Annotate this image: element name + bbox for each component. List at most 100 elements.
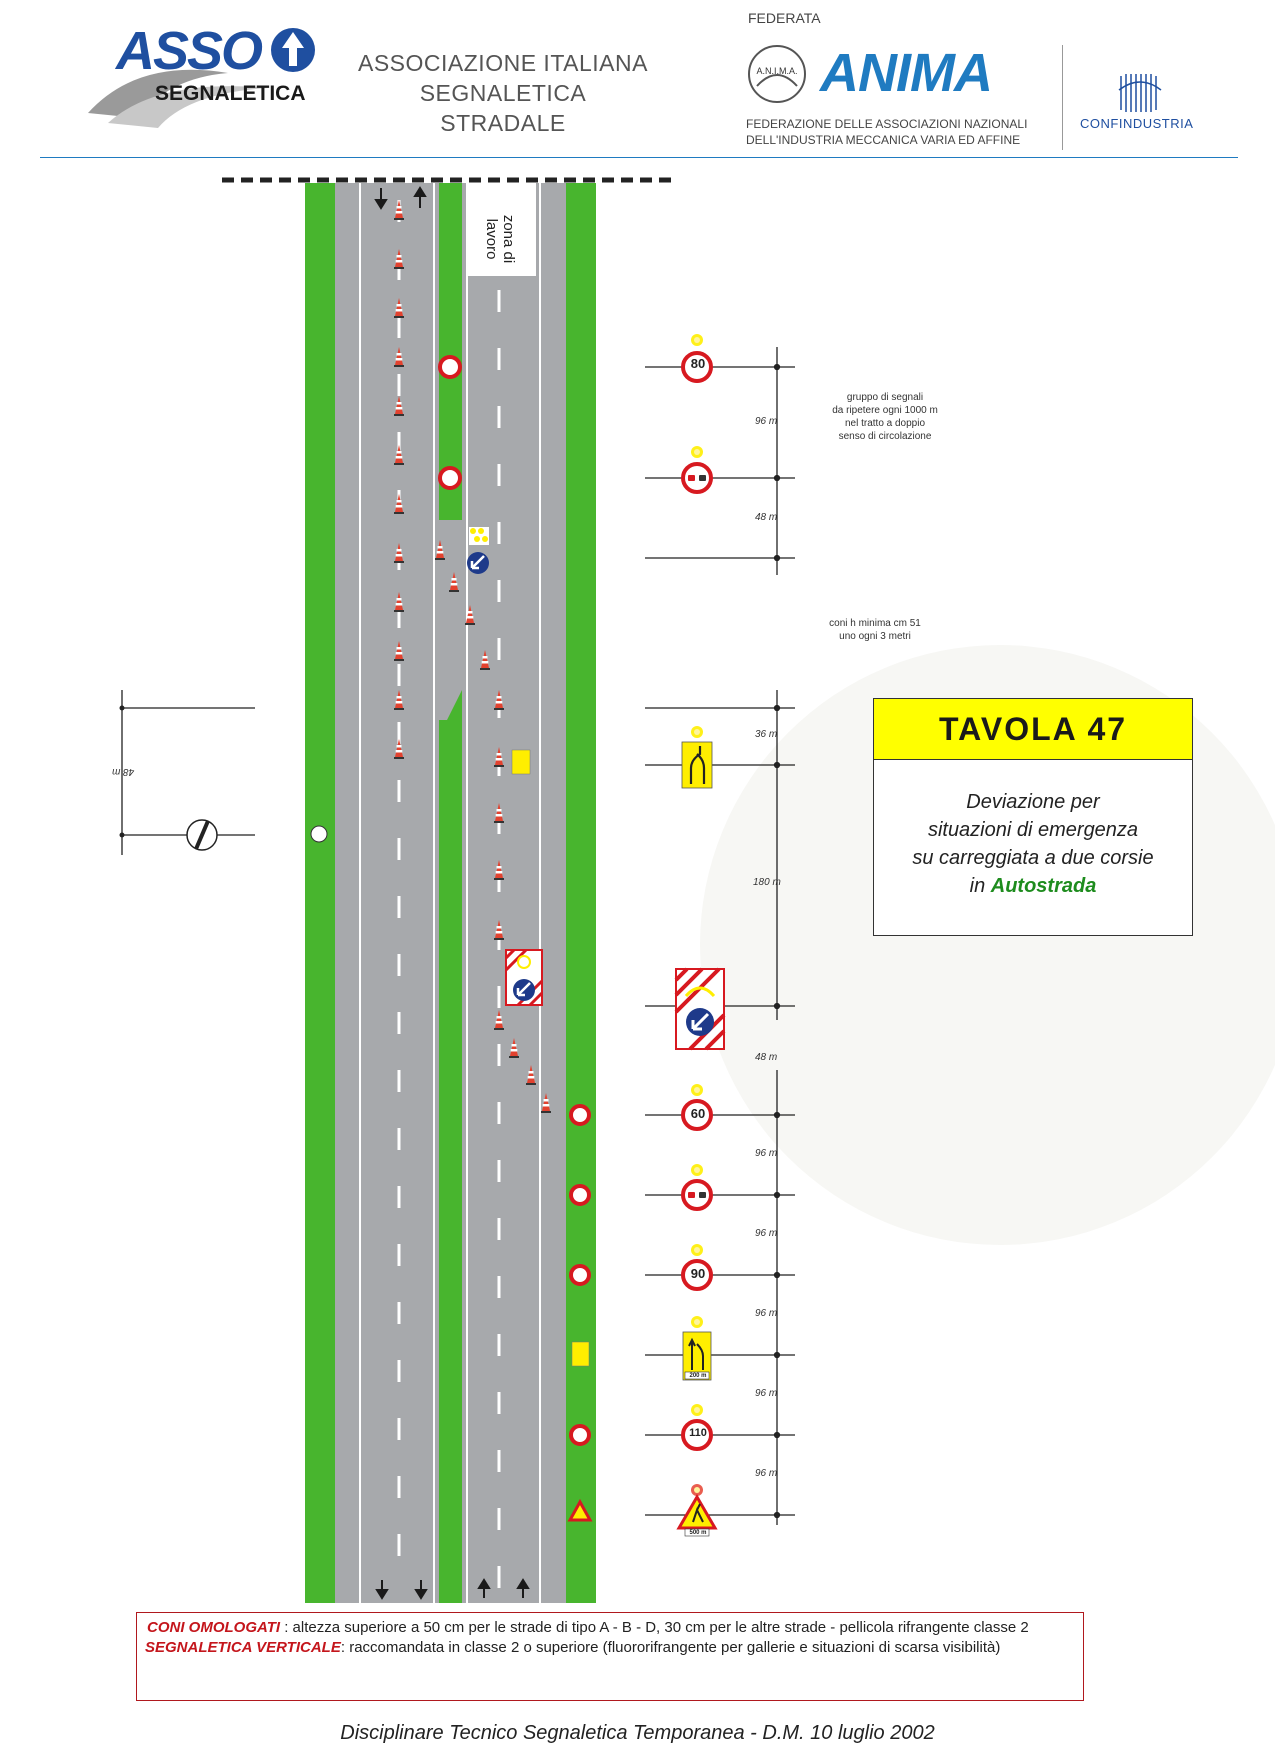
distance-label: 96 m [755, 1228, 778, 1239]
traffic-cone-icon [394, 445, 404, 465]
left-carriageway [335, 183, 439, 1603]
sign-no-entry-median-1 [438, 355, 462, 379]
yellow-panel-verge [571, 1341, 590, 1367]
asso-subtitle: SEGNALETICA [155, 82, 306, 105]
distance-label: 48 m [755, 512, 778, 523]
tavola-title: TAVOLA 47 [874, 699, 1192, 760]
distance-label: 180 m [753, 877, 781, 888]
warning-triangle-verge [567, 1498, 593, 1522]
distance-label: 96 m [755, 1468, 778, 1479]
legend-coni: CONI OMOLOGATI : altezza superiore a 50 … [147, 1619, 1029, 1636]
cones-note: coni h minima cm 51 uno ogni 3 metri [829, 618, 921, 642]
median [439, 183, 462, 1603]
distance-label: 36 m [755, 729, 778, 740]
traffic-cone-icon [494, 1010, 504, 1030]
direction-arrows-top [374, 186, 427, 210]
asso-logo: ASSO SEGNALETICA [78, 18, 328, 133]
right-carriageway [462, 183, 566, 1603]
confindustria-label: CONFINDUSTRIA [1080, 116, 1194, 131]
confindustria-eagle-icon [1117, 70, 1163, 116]
end-of-restriction-sign-icon [186, 819, 218, 851]
traffic-cone-icon [494, 747, 504, 767]
asso-wordmark: ASSO [116, 21, 263, 81]
sign-group-note: gruppo di segnali da ripetere ogni 1000 … [832, 392, 938, 442]
verge-sign-circles [569, 1104, 591, 1446]
traffic-cone-icon [509, 1038, 519, 1058]
anima-seal-icon: A.N.I.M.A. [747, 44, 807, 104]
tavola-description: Deviazione per situazioni di emergenza s… [912, 791, 1154, 897]
traffic-cone-icon [394, 494, 404, 514]
traffic-cone-icon [394, 347, 404, 367]
header-separator [1062, 45, 1063, 150]
traffic-cone-icon [394, 592, 404, 612]
traffic-cone-icon [494, 690, 504, 710]
traffic-cone-icon [394, 249, 404, 269]
traffic-cone-icon [480, 650, 490, 670]
anima-seal-text: A.N.I.M.A. [756, 66, 798, 76]
traffic-cone-icon [394, 690, 404, 710]
header-rule [40, 157, 1238, 158]
traffic-cone-icon [394, 396, 404, 416]
footer-text: Disciplinare Tecnico Segnaletica Tempora… [340, 1722, 935, 1744]
speed-60-sign-icon [681, 1084, 713, 1131]
direction-arrows-bottom [375, 1578, 530, 1600]
distance-label: 96 m [755, 1148, 778, 1159]
legend-box: CONI OMOLOGATI : altezza superiore a 50 … [136, 1612, 1084, 1701]
distance-label: 96 m [755, 1388, 778, 1399]
traffic-cone-icon [394, 739, 404, 759]
plate-200-text: 200 m [689, 1373, 707, 1379]
traffic-cone-icon [541, 1093, 551, 1113]
speed-110-sign-icon [681, 1404, 713, 1451]
work-zone-label: zona di lavoro [483, 214, 517, 264]
asso-road-logo-icon [88, 28, 315, 128]
deviation-panel-icon [674, 967, 726, 1051]
tavola-box: TAVOLA 47 Deviazione per situazioni di e… [873, 698, 1193, 936]
speed-60-text: 60 [690, 1106, 706, 1121]
anima-logo: ANIMA [820, 43, 993, 103]
keep-left-sign-icon [467, 552, 489, 574]
traffic-cone-icon [435, 540, 445, 560]
plate-500-text: 500 m [689, 1530, 707, 1536]
right-verge [566, 183, 596, 1603]
traffic-cone-icon [494, 920, 504, 940]
speed-90-sign-icon [681, 1244, 713, 1291]
left-distance-label: 48 m [112, 766, 135, 777]
road-works-sign-icon [676, 1484, 718, 1537]
sign-no-entry-median-2 [438, 466, 462, 490]
traffic-cone-icon [526, 1065, 536, 1085]
traffic-cone-icon [494, 803, 504, 823]
speed-110-text: 110 [689, 1427, 707, 1439]
median-crossover [439, 520, 462, 720]
lane-shift-sign-icon [681, 726, 713, 789]
left-verge [305, 183, 335, 1603]
left-verge-marker [310, 825, 328, 843]
speed-80-text: 80 [690, 356, 706, 371]
federata-label: FEDERATA [748, 10, 821, 26]
traffic-cone-icon [465, 605, 475, 625]
speed-80-sign-icon [681, 334, 713, 383]
traffic-cone-icon [494, 860, 504, 880]
yellow-panel-left [511, 749, 531, 775]
distance-label: 48 m [755, 1052, 778, 1063]
work-zone [466, 183, 536, 276]
traffic-cone-icon [394, 641, 404, 661]
sign-row-lines [645, 347, 795, 1525]
anima-description: FEDERAZIONE DELLE ASSOCIAZIONI NAZIONALI… [746, 117, 1028, 147]
no-overtaking-sign-icon-2 [681, 1164, 713, 1211]
legend-segnaletica: SEGNALETICA VERTICALE: raccomandata in c… [145, 1639, 1001, 1656]
traffic-cone-icon [394, 543, 404, 563]
right-side-signs [674, 334, 726, 1537]
traffic-cone-icon [449, 572, 459, 592]
keep-left-panel-lane [504, 948, 544, 1007]
traffic-cone-icon [394, 200, 404, 220]
speed-90-text: 90 [690, 1266, 706, 1281]
flashing-light-cluster-icon [469, 527, 489, 545]
distance-label: 96 m [755, 416, 778, 427]
cones-layer [394, 200, 551, 1113]
traffic-cone-icon [394, 298, 404, 318]
autostrada-highlight: Autostrada [990, 875, 1097, 897]
distance-label: 96 m [755, 1308, 778, 1319]
association-name: ASSOCIAZIONE ITALIANA SEGNALETICA STRADA… [358, 50, 648, 136]
no-overtaking-sign-icon [681, 446, 713, 494]
lane-closure-sign-icon [682, 1316, 712, 1381]
